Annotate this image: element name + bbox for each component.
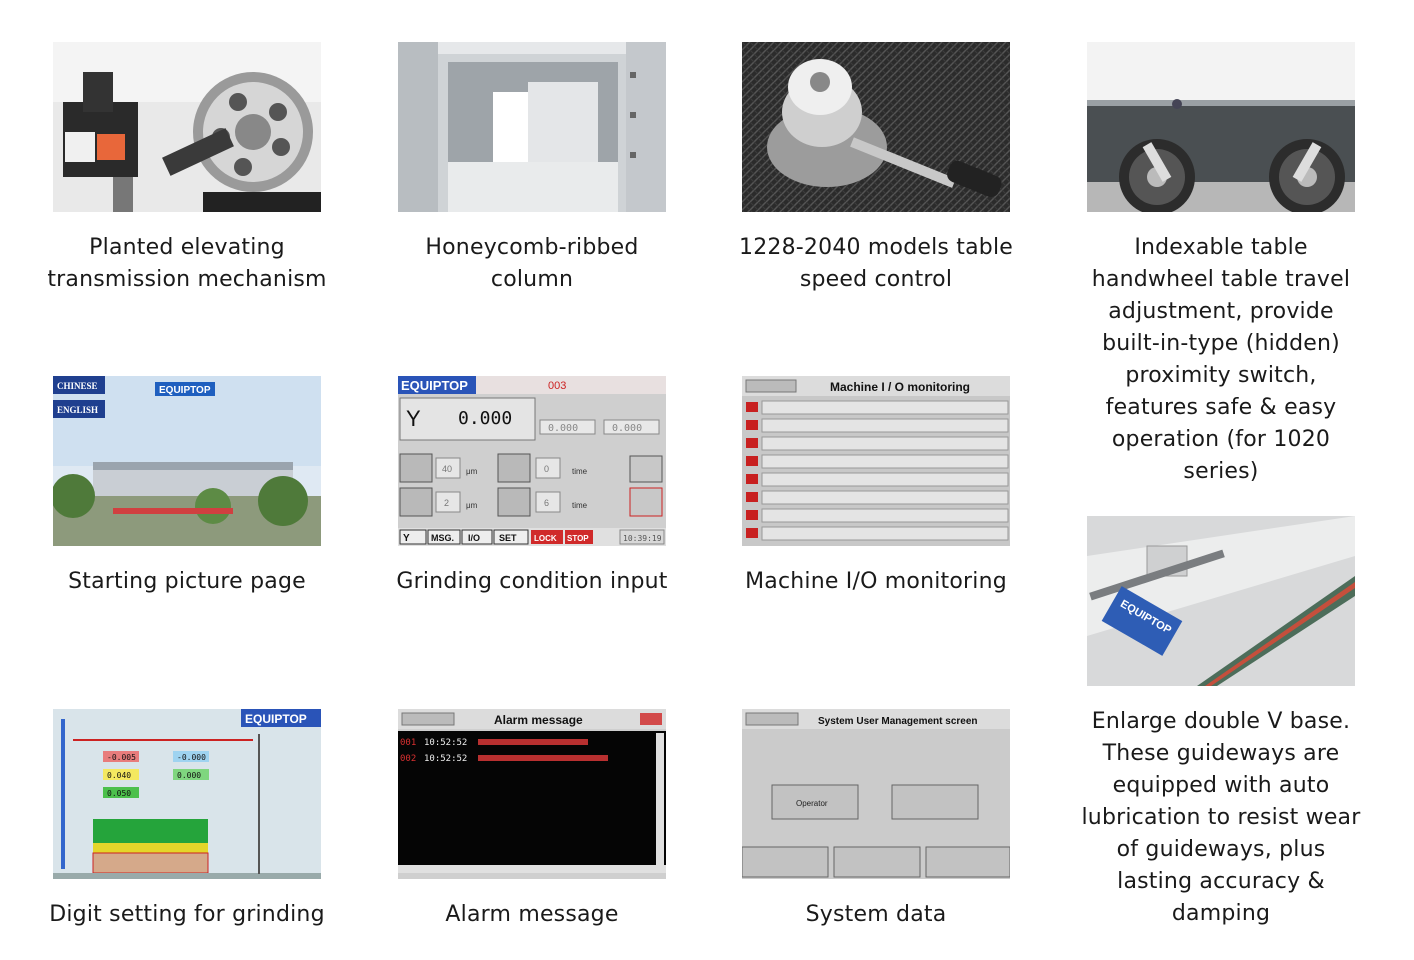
- input-field[interactable]: 40: [442, 464, 452, 474]
- screen-title: Alarm message: [494, 713, 583, 727]
- value-field[interactable]: -0.000: [177, 753, 206, 762]
- input-field[interactable]: 2: [444, 498, 449, 508]
- input-field[interactable]: 0: [544, 464, 549, 474]
- alarm-number: 002: [400, 754, 416, 764]
- unit-label: μm: [466, 501, 478, 510]
- logo-text: EQUIPTOP: [401, 378, 468, 393]
- caption: 1228-2040 models table speed control: [739, 235, 1013, 292]
- caption: Machine I/O monitoring: [745, 569, 1007, 594]
- io-rows: [746, 400, 1009, 541]
- unit-label: μm: [466, 467, 478, 476]
- tab-io[interactable]: I/O: [468, 533, 480, 543]
- axis-value: 0.000: [458, 408, 512, 429]
- elevating-mechanism-photo: [53, 42, 321, 212]
- caption: System data: [805, 902, 947, 927]
- distance-to-go[interactable]: 0.000: [612, 423, 642, 434]
- input-field[interactable]: 6: [544, 498, 549, 508]
- speed-control-knob-photo: [742, 42, 1010, 212]
- target-position[interactable]: 0.000: [548, 423, 578, 434]
- unit-label: time: [572, 501, 588, 510]
- caption: Grinding condition input: [396, 569, 668, 594]
- tab-msg[interactable]: MSG.: [431, 533, 454, 543]
- stop-button[interactable]: STOP: [567, 534, 589, 543]
- value-field[interactable]: 0.000: [177, 771, 201, 780]
- unit-label: time: [572, 467, 588, 476]
- tab-axis[interactable]: Y: [403, 533, 410, 544]
- caption: Enlarge double V base. These guideways a…: [1081, 709, 1361, 926]
- screen-title: Machine I / O monitoring: [830, 380, 970, 394]
- alarm-message-screen: Alarm message 001 10:52:52 002 10:52:52: [398, 709, 666, 879]
- caption: Alarm message: [445, 902, 619, 927]
- caption: Digit setting for grinding: [49, 902, 325, 927]
- value-field[interactable]: 0.040: [107, 771, 131, 780]
- grinding-input-screen: EQUIPTOP 003 Y 0.000 0.000 0.000 40 0 2 …: [398, 376, 666, 546]
- tab-set[interactable]: SET: [499, 533, 517, 543]
- status-code: 003: [548, 380, 566, 392]
- caption: Starting picture page: [68, 569, 306, 594]
- starting-page-screen: CHINESE ENGLISH EQUIPTOP: [53, 376, 321, 546]
- caption: Indexable table handwheel table travel a…: [1091, 235, 1351, 484]
- caption: Honeycomb-ribbed column: [425, 235, 639, 292]
- axis-label: Y: [406, 406, 421, 431]
- logo-text: EQUIPTOP: [245, 712, 307, 726]
- double-v-base-photo: EQUIPTOP: [1087, 516, 1355, 686]
- system-data-screen: System User Management screen Operator: [742, 709, 1010, 879]
- caption: Planted elevating transmission mechanism: [47, 235, 327, 292]
- digit-setting-screen: EQUIPTOP -0.005 -0.000 0.040 0.000 0.050: [53, 709, 321, 879]
- honeycomb-column-photo: [398, 42, 666, 212]
- english-button[interactable]: ENGLISH: [57, 405, 98, 415]
- alarm-time: 10:52:52: [424, 738, 467, 748]
- screen-title: System User Management screen: [818, 716, 978, 727]
- alarm-number: 001: [400, 738, 416, 748]
- io-monitoring-screen: Machine I / O monitoring: [742, 376, 1010, 546]
- alarm-time: 10:52:52: [424, 754, 467, 764]
- value-field[interactable]: -0.005: [107, 753, 136, 762]
- lock-button[interactable]: LOCK: [534, 534, 557, 543]
- clock: 10:39:19: [623, 534, 662, 543]
- handwheel-photo: [1087, 42, 1355, 212]
- value-field[interactable]: 0.050: [107, 789, 131, 798]
- logo-text: EQUIPTOP: [159, 385, 211, 396]
- operator-button[interactable]: Operator: [796, 799, 828, 808]
- chinese-button[interactable]: CHINESE: [57, 381, 98, 391]
